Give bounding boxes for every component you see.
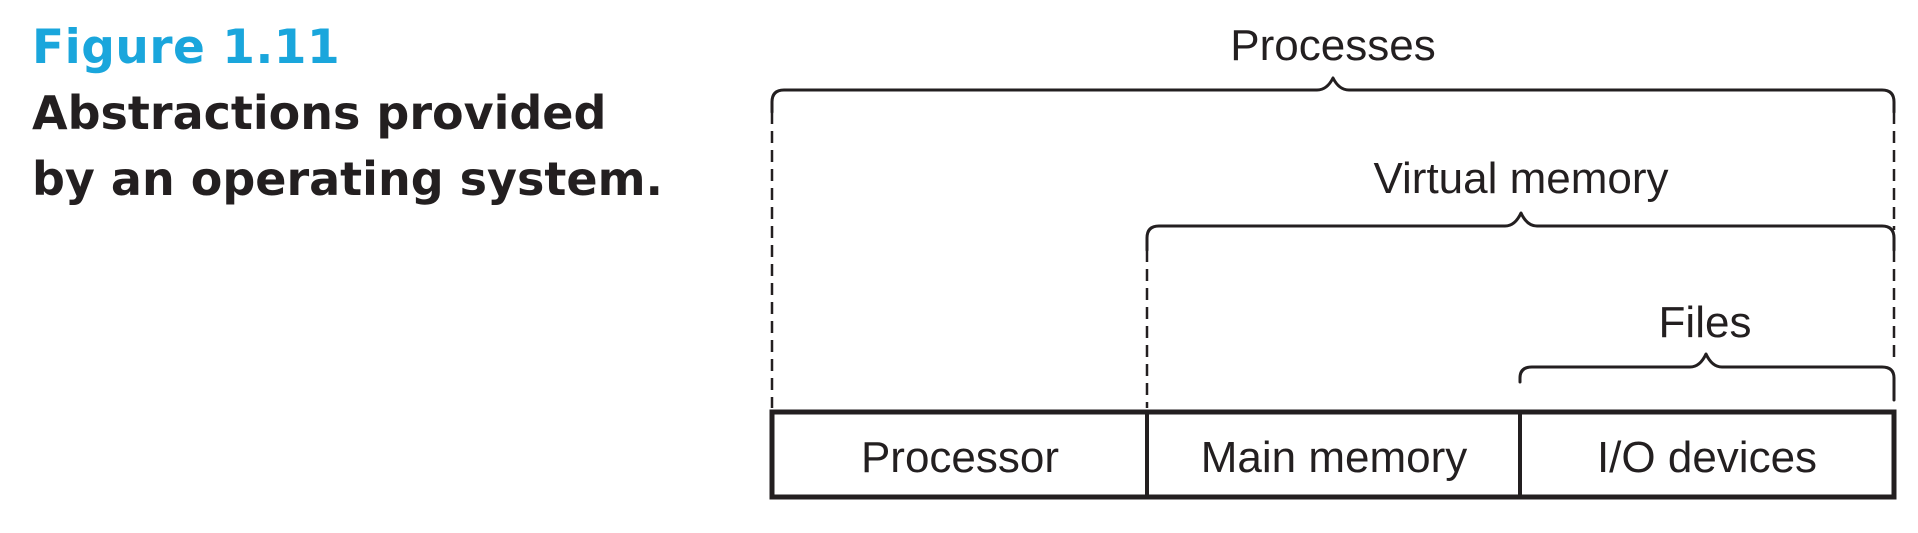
figure-title: Abstractions provided by an operating sy… <box>32 86 663 206</box>
abstraction-processes-label: Processes <box>1230 21 1435 70</box>
resource-row-frame <box>769 409 1897 500</box>
resource-io-devices: I/O devices <box>1597 433 1817 482</box>
abstraction-files: Files <box>1518 298 1896 402</box>
figure-label: Figure 1.11 <box>32 20 341 75</box>
abstraction-files-label: Files <box>1659 298 1752 347</box>
abstraction-processes: Processes <box>770 21 1896 408</box>
abstraction-virtual-memory: Virtual memory <box>1145 154 1896 408</box>
files-brace <box>1518 352 1896 402</box>
resource-main-memory: Main memory <box>1201 433 1468 482</box>
abstraction-virtual-memory-label: Virtual memory <box>1373 154 1668 203</box>
resource-row: Processor Main memory I/O devices <box>769 409 1897 500</box>
virtual-memory-brace <box>1145 211 1896 252</box>
processes-brace <box>770 76 1896 114</box>
resource-processor: Processor <box>861 433 1059 482</box>
figure-caption: Figure 1.11 Abstractions provided by an … <box>32 16 672 212</box>
